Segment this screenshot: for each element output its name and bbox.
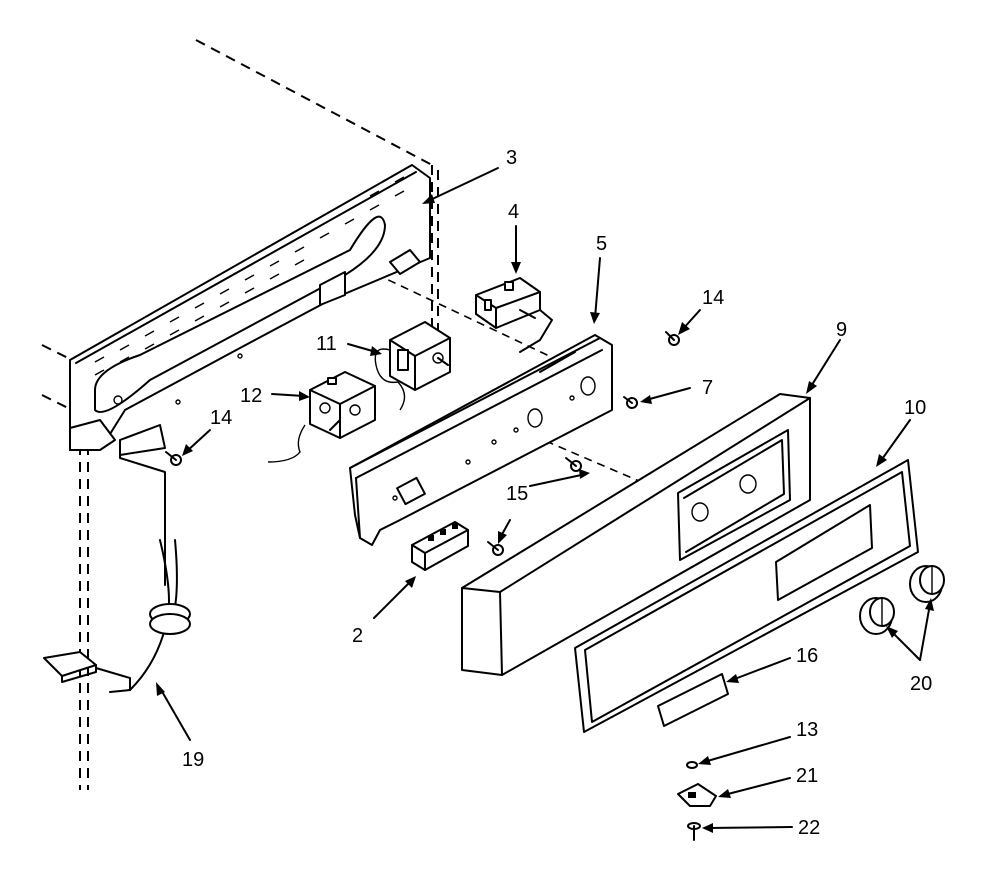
part-label-14-left: 14	[210, 407, 232, 429]
power-cord-part-19	[43, 439, 191, 693]
louver-slots	[94, 176, 405, 376]
switch-part-4	[475, 277, 553, 353]
screws	[165, 331, 680, 556]
part-label-7: 7	[702, 377, 713, 399]
overlay-panel-part-10	[574, 459, 919, 733]
knobs-part-20	[859, 565, 945, 635]
part-label-19: 19	[182, 749, 204, 771]
part-label-14-top: 14	[702, 287, 724, 309]
part-label-20: 20	[910, 673, 932, 695]
part-label-21: 21	[796, 765, 818, 787]
hardware-parts-13-21-22	[677, 761, 717, 841]
nameplate-part-16	[657, 673, 729, 727]
console-housing-part-9	[461, 393, 811, 676]
part-label-13: 13	[796, 719, 818, 741]
part-label-16: 16	[796, 645, 818, 667]
mounting-plate-part-5	[349, 334, 613, 546]
part-label-9: 9	[836, 319, 847, 341]
part-label-10: 10	[904, 397, 926, 419]
control-part-12	[267, 371, 376, 463]
part-label-5: 5	[596, 233, 607, 255]
part-label-11: 11	[316, 333, 337, 355]
rear-bracket-part-3	[69, 164, 431, 456]
part-label-4: 4	[508, 201, 519, 223]
part-label-3: 3	[506, 147, 517, 169]
part-label-2: 2	[352, 625, 363, 647]
part-label-22: 22	[798, 817, 820, 839]
part-label-15: 15	[506, 483, 528, 505]
terminal-block-part-2	[411, 521, 469, 571]
control-part-11	[374, 321, 451, 411]
leader-arrows	[156, 167, 934, 833]
part-labels: 3 4 5 14 9 10 11 12 14 7 15 2 16 20 13 2…	[182, 147, 932, 839]
part-label-12: 12	[240, 385, 262, 407]
